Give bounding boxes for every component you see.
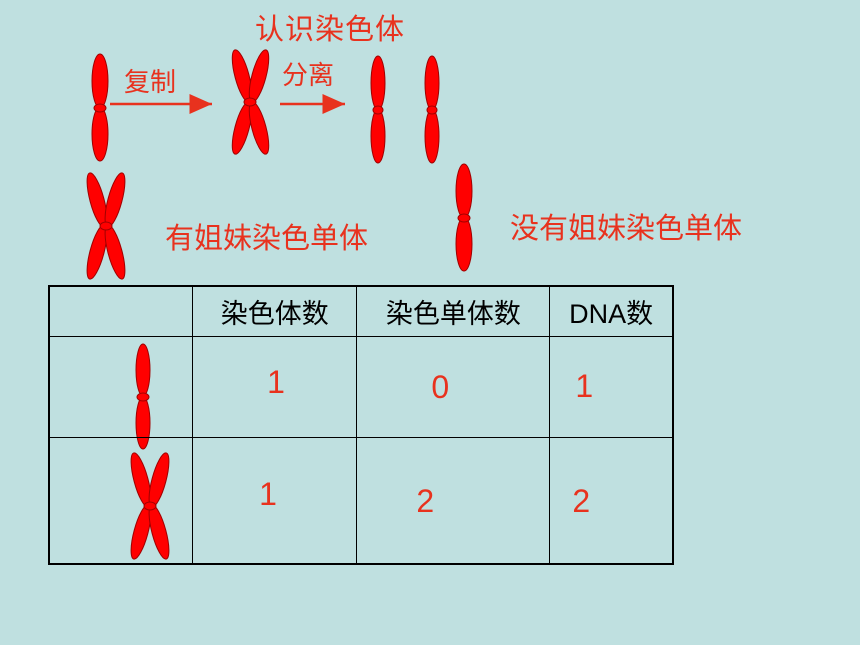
- header-dna: DNA数: [549, 285, 674, 337]
- without-sister-chromosome-icon: [455, 163, 473, 272]
- dna-count-cell: 1: [549, 335, 674, 438]
- page-title: 认识染色体: [255, 12, 406, 46]
- chromosome-count-cell: 1: [192, 436, 358, 565]
- chromatid-count: 0: [431, 368, 450, 405]
- separate-label: 分离: [282, 61, 335, 91]
- dna-count: 1: [575, 367, 594, 404]
- separated-chromosome-icon: [370, 55, 440, 164]
- chromatid-count-cell: 0: [356, 335, 551, 438]
- table-header-row: 染色体数 染色单体数 DNA数: [48, 285, 674, 337]
- chromosome-count: 1: [267, 363, 285, 400]
- single-chromosome-icon: [91, 53, 109, 162]
- with-sister-label: 有姐妹染色单体: [165, 221, 369, 255]
- with-sister-chromosome-icon: [86, 172, 126, 280]
- header-chromosomes: 染色体数: [192, 285, 358, 337]
- chromosome-count: 1: [259, 475, 277, 512]
- chromatid-count: 2: [416, 482, 435, 519]
- row-icon-cell: [48, 335, 194, 438]
- duplicated-chromosome-icon: [231, 49, 270, 155]
- chromosome-count-cell: 1: [192, 335, 358, 438]
- header-blank: [48, 285, 194, 337]
- table-row: 1 0 1: [48, 335, 674, 438]
- chromatid-count-cell: 2: [356, 436, 551, 565]
- dna-count: 2: [572, 482, 591, 519]
- header-chromatids: 染色单体数: [356, 285, 551, 337]
- table-row: 1 2 2: [48, 436, 674, 565]
- without-sister-label: 没有姐妹染色单体: [510, 211, 743, 245]
- dna-count-cell: 2: [549, 436, 674, 565]
- row-icon-cell: [48, 436, 194, 565]
- count-table: 染色体数 染色单体数 DNA数 1 0 1 1 2 2: [48, 285, 674, 565]
- copy-label: 复制: [124, 68, 177, 98]
